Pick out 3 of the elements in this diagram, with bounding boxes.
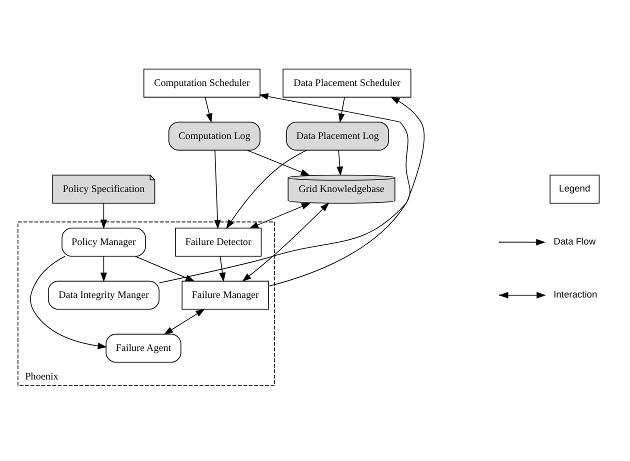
- legend-label: Interaction: [554, 290, 598, 300]
- label: Legend: [559, 184, 590, 194]
- legend-label: Data Flow: [554, 236, 596, 247]
